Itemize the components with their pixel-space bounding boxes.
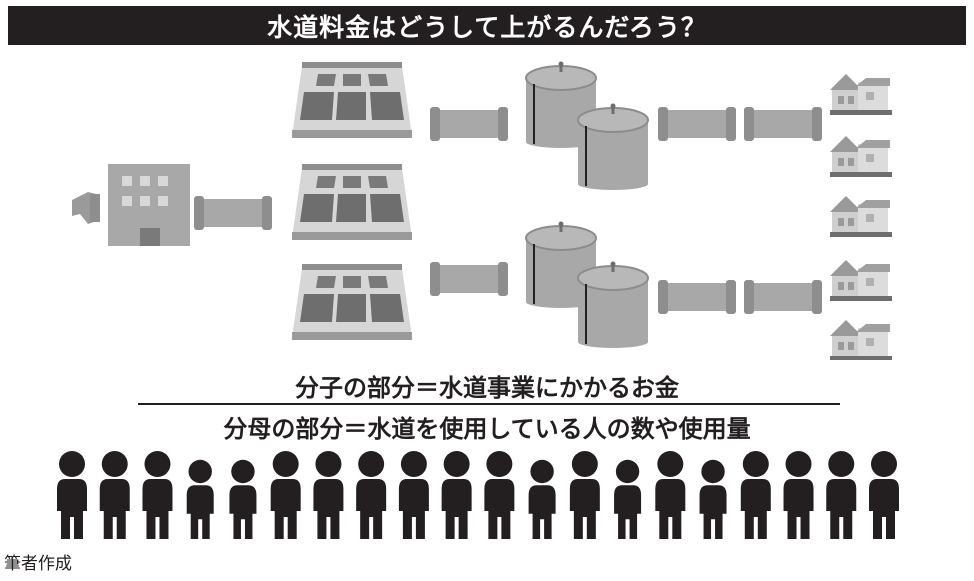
person-icon [699, 459, 727, 539]
person-icon [356, 451, 387, 539]
fraction-line [138, 403, 840, 405]
credit-text: 筆者作成 [4, 554, 72, 574]
person-icon [740, 451, 771, 539]
person-icon [57, 451, 87, 539]
numerator-text: 分子の部分＝水道事業にかかるお金 [295, 374, 679, 402]
person-icon [614, 459, 642, 539]
filtration-basin-icon [292, 264, 412, 340]
person-icon [142, 451, 173, 539]
water-pipe-icon [430, 107, 508, 141]
person-icon [869, 451, 899, 539]
person-icon [441, 451, 472, 539]
page-title: 水道料金はどうして上がるんだろう？ [8, 6, 966, 45]
person-icon [655, 451, 686, 539]
person-icon [398, 451, 429, 539]
person-icon [484, 451, 515, 539]
person-icon [186, 459, 214, 539]
water-pipe-icon [744, 280, 822, 314]
water-pipe-icon [658, 280, 736, 314]
house-icon [830, 320, 892, 360]
reservoir-tank-icon [576, 260, 650, 350]
denominator-text: 分母の部分＝水道を使用している人の数や使用量 [223, 415, 751, 443]
house-icon [830, 260, 892, 301]
water-pipe-icon [194, 196, 272, 230]
water-infrastructure-illustration [72, 60, 892, 360]
treatment-plant-building-icon [108, 164, 190, 246]
water-pipe-icon [744, 107, 822, 141]
person-icon [229, 459, 257, 539]
house-icon [830, 136, 892, 177]
water-pipe-icon [430, 262, 508, 296]
person-icon [528, 459, 556, 539]
filtration-basin-icon [292, 62, 412, 138]
people-row [57, 451, 899, 539]
house-icon [830, 196, 892, 237]
filtration-basin-icon [292, 164, 412, 240]
reservoir-tank-icon [576, 102, 650, 192]
person-icon [313, 451, 344, 539]
house-icon [830, 74, 892, 115]
water-intake-icon [72, 192, 100, 224]
person-icon [826, 451, 857, 539]
person-icon [569, 451, 600, 539]
person-icon [99, 451, 130, 539]
water-pipe-icon [658, 107, 736, 141]
person-icon [270, 451, 301, 539]
person-icon [783, 451, 814, 539]
